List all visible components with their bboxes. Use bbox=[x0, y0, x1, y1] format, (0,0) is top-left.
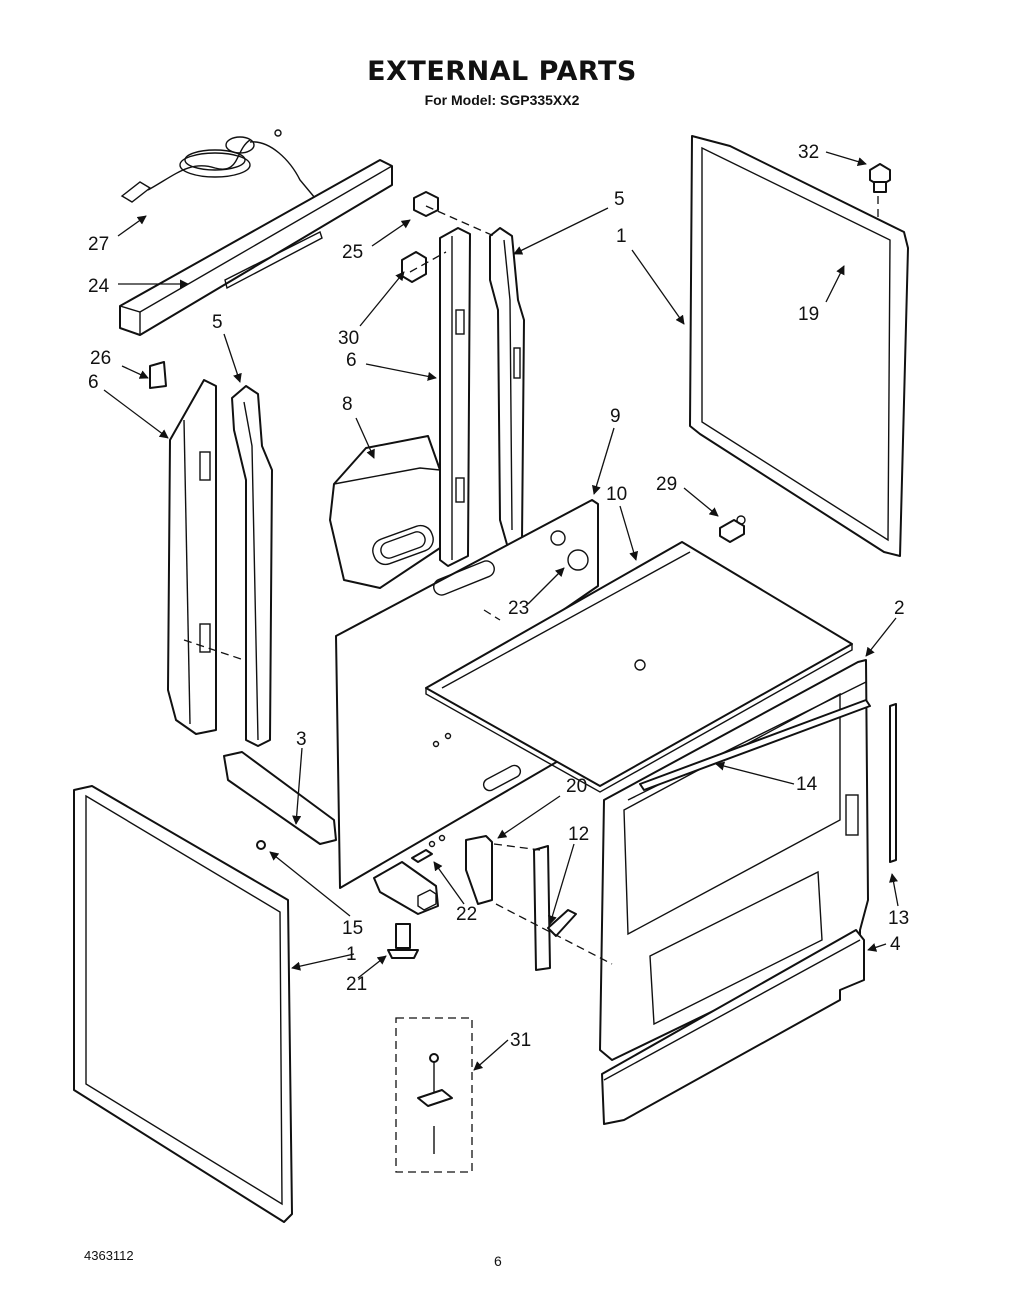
callout-12: 12 bbox=[568, 824, 589, 845]
callout-5: 5 bbox=[614, 189, 625, 210]
valve-kit-part bbox=[395, 1017, 473, 1173]
top-fastener-part bbox=[869, 163, 891, 193]
callout-29: 29 bbox=[656, 474, 677, 495]
leveling-leg-part bbox=[387, 923, 419, 959]
callout-22: 22 bbox=[456, 904, 477, 925]
burner-shield-part bbox=[329, 435, 441, 589]
right-side-frame-part bbox=[439, 227, 525, 567]
front-top-rail-part bbox=[639, 699, 871, 791]
bottom-bar-part bbox=[223, 751, 337, 845]
callout-15: 15 bbox=[342, 918, 363, 939]
callout-2: 2 bbox=[894, 598, 905, 619]
rear-top-bar-part bbox=[119, 159, 393, 336]
side-trim-part bbox=[889, 703, 897, 863]
bracket-clip-part bbox=[401, 251, 427, 283]
leveling-bracket-part bbox=[373, 849, 439, 915]
power-cord-part bbox=[120, 129, 320, 205]
callout-9: 9 bbox=[610, 406, 621, 427]
side-panel-upper-part bbox=[689, 135, 909, 557]
callout-10: 10 bbox=[606, 484, 627, 505]
callout-20: 20 bbox=[566, 776, 587, 797]
model-subtitle: For Model: SGP335XX2 bbox=[424, 92, 580, 108]
callout-6-center: 6 bbox=[346, 350, 357, 371]
page-title: EXTERNAL PARTS bbox=[367, 56, 637, 87]
cooktop-plate-part bbox=[425, 541, 853, 793]
callout-4: 4 bbox=[890, 934, 901, 955]
callout-30: 30 bbox=[338, 328, 359, 349]
left-side-frame-part bbox=[149, 361, 273, 747]
screw-part bbox=[256, 840, 266, 850]
callout-24: 24 bbox=[88, 276, 110, 297]
page-number: 6 bbox=[494, 1253, 502, 1269]
callout-14: 14 bbox=[796, 774, 818, 795]
callout-27: 27 bbox=[88, 234, 109, 255]
callout-5-left: 5 bbox=[212, 312, 223, 333]
callout-31: 31 bbox=[510, 1030, 531, 1051]
clip-part bbox=[413, 191, 439, 217]
side-panel-lower-part bbox=[73, 785, 293, 1223]
callout-21: 21 bbox=[346, 974, 367, 995]
document-number: 4363112 bbox=[84, 1248, 134, 1263]
callout-23: 23 bbox=[508, 598, 529, 619]
callout-26: 26 bbox=[90, 348, 111, 369]
side-bracket-part bbox=[465, 835, 493, 905]
callout-13: 13 bbox=[888, 908, 909, 929]
callout-6-left: 6 bbox=[88, 372, 99, 393]
callout-3: 3 bbox=[296, 729, 307, 750]
callout-1-lower: 1 bbox=[346, 944, 357, 965]
callout-1: 1 bbox=[616, 226, 627, 247]
door-hinge-part bbox=[533, 845, 577, 971]
toe-kick-part bbox=[601, 929, 865, 1125]
callout-19: 19 bbox=[798, 304, 819, 325]
callout-8: 8 bbox=[342, 394, 353, 415]
callout-32: 32 bbox=[798, 142, 819, 163]
callout-25: 25 bbox=[342, 242, 363, 263]
knob-fastener-part bbox=[719, 515, 746, 543]
